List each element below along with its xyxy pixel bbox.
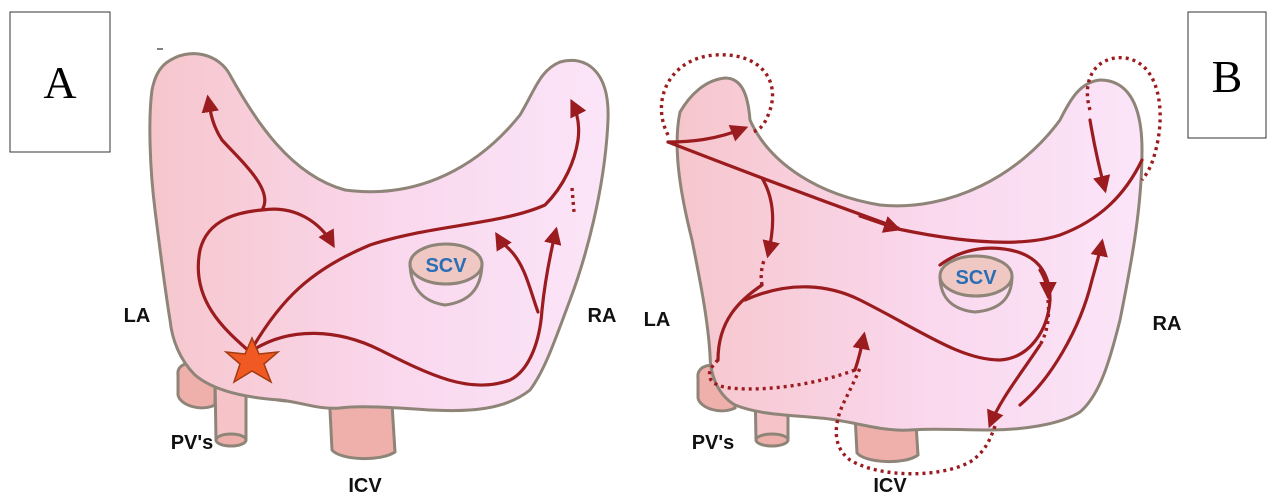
panel-a-letter: A: [43, 57, 76, 108]
panel-b-letter: B: [1212, 51, 1243, 102]
panel-a-atria-body: [150, 54, 608, 411]
panel-a-icv-label: ICV: [348, 475, 382, 497]
panel-a-ra-label: RA: [588, 305, 617, 327]
panel-b-icv-label: ICV: [873, 475, 907, 497]
panel-b-scv-label: SCV: [955, 267, 997, 289]
panel-b-atria-body: [677, 78, 1142, 430]
panel-a-scv-label: SCV: [425, 255, 467, 277]
panel-b: B SCV: [644, 12, 1266, 497]
panel-a: A SCV: [10, 12, 616, 497]
panel-b-pvs-label: PV's: [692, 432, 735, 454]
panel-a-pvs-label: PV's: [171, 432, 214, 454]
panel-b-la-label: LA: [644, 309, 671, 331]
panel-b-ra-label: RA: [1153, 313, 1182, 335]
panel-a-la-label: LA: [124, 305, 151, 327]
